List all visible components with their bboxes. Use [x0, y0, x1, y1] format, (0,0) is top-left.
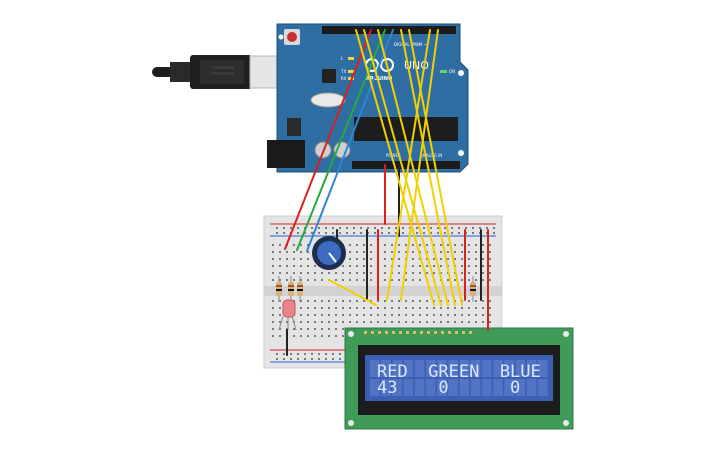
wire-lcd-d5[interactable] — [408, 29, 463, 306]
potentiometer[interactable] — [312, 236, 346, 270]
rgb-led[interactable] — [278, 299, 297, 331]
usb-cable[interactable] — [152, 55, 281, 89]
wire-lcd-d3[interactable] — [377, 29, 449, 306]
power-jack[interactable] — [267, 140, 305, 168]
arduino-uno-board[interactable]: ARDUINO UNO DIGITAL (PWM ~) POWER ANALOG… — [267, 23, 469, 173]
resistor-green[interactable] — [288, 276, 294, 302]
resistor-blue[interactable] — [297, 276, 303, 302]
rx-label: RX — [341, 76, 347, 81]
analog-label: ANALOG IN — [420, 153, 442, 158]
wire-lcd-en[interactable] — [400, 29, 439, 301]
resistor-lcd-backlight[interactable] — [470, 276, 476, 302]
power-label: POWER — [386, 153, 401, 158]
wire-lcd-d4[interactable] — [400, 29, 456, 306]
l-label: L — [341, 56, 344, 61]
wire-lcd-rs[interactable] — [386, 29, 431, 301]
wires[interactable] — [284, 29, 489, 356]
wire-blue-led[interactable] — [306, 29, 394, 252]
wire-lcd-d2[interactable] — [363, 29, 442, 306]
lcd-line-1: RED GREEN BLUE — [377, 362, 541, 382]
on-label: ON — [449, 69, 455, 74]
lcd-line-2: 43 0 0 — [377, 378, 520, 398]
lcd-pin-header — [364, 331, 472, 334]
power-header — [352, 161, 460, 169]
lcd-module[interactable]: RED GREEN BLUE 43 0 0 — [344, 327, 574, 430]
lcd-cell-grid — [370, 360, 548, 396]
wire-lcd-d1[interactable] — [355, 29, 435, 306]
digital-header — [322, 26, 456, 34]
crystal-oscillator — [310, 92, 346, 108]
wire-green-led[interactable] — [296, 29, 386, 251]
wire-red-led[interactable] — [284, 29, 372, 250]
resistor-red[interactable] — [276, 276, 282, 302]
wire-pot-wiper[interactable] — [328, 279, 377, 306]
tx-label: TX — [340, 69, 346, 74]
brand-label: ARDUINO — [366, 76, 392, 82]
